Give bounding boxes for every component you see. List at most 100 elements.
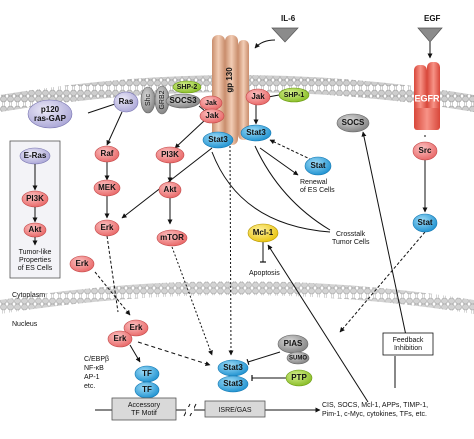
stat3-n2-node: Stat3 <box>217 375 249 393</box>
svg-text:Akt: Akt <box>29 225 42 234</box>
egf-ligand: EGF <box>417 14 443 59</box>
shp2-node: SHP-2 <box>172 80 202 94</box>
erk1-node: Erk <box>94 219 120 237</box>
il6-ligand: IL-6 <box>254 14 299 49</box>
stat3-n1-node: Stat3 <box>217 359 249 377</box>
shc-node: Shc <box>140 86 156 114</box>
mek-node: MEK <box>93 179 121 197</box>
svg-text:Akt: Akt <box>164 185 177 194</box>
pias-node: PIAS <box>277 334 309 354</box>
svg-text:Stat: Stat <box>310 161 325 170</box>
socs3-node: SOCS3 <box>165 93 201 109</box>
crosstalk-1: Crosstalk <box>336 231 366 238</box>
svg-text:TF: TF <box>142 369 152 378</box>
cytoplasm-label: Cytoplasm <box>12 292 45 299</box>
svg-text:Erk: Erk <box>101 223 114 232</box>
svg-text:Jak: Jak <box>251 92 265 101</box>
egf-label: EGF <box>424 14 441 23</box>
sumo-node: SUMO <box>286 351 310 365</box>
svg-text:Shc: Shc <box>145 93 152 106</box>
stat-node: Stat <box>304 156 332 176</box>
svg-text:Erk: Erk <box>114 334 127 343</box>
ras-node: Ras <box>113 91 139 113</box>
pi3k-node: PI3K <box>155 146 185 164</box>
svg-text:GRB2: GRB2 <box>159 90 166 109</box>
stat-right-node: Stat <box>412 213 438 233</box>
gp130-label: gp 130 <box>225 67 234 93</box>
crosstalk-2: Tumor Cells <box>332 239 370 246</box>
svg-text:SOCS: SOCS <box>342 118 365 127</box>
nuclear-membrane <box>0 281 474 314</box>
raf-node: Raf <box>94 145 120 163</box>
il6-label: IL-6 <box>281 14 296 23</box>
feedback-2: Inhibition <box>394 345 422 352</box>
eras-panel: E-Ras PI3K Akt Tumor-like Properties of … <box>9 140 61 279</box>
svg-text:SUMO: SUMO <box>289 356 307 362</box>
nucleus-label: Nucleus <box>12 321 38 328</box>
tf-list-1: C/EBPβ <box>84 356 109 363</box>
stat3-b-node: Stat3 <box>240 124 272 142</box>
p120-label-2: ras-GAP <box>34 114 67 123</box>
svg-text:Stat3: Stat3 <box>246 128 266 137</box>
tf-list-4: etc. <box>84 383 95 390</box>
feedback-box: Feedback Inhibition <box>382 332 434 356</box>
egfr-receptor: EGFR <box>414 62 440 130</box>
erk2-node: Erk <box>69 255 95 273</box>
accessory-tf-box: Accessory TF Motif <box>111 397 177 421</box>
jak-right-node: Jak <box>245 88 271 106</box>
svg-text:SHP-1: SHP-1 <box>284 92 305 99</box>
svg-text:Ras: Ras <box>119 97 134 106</box>
tf2-node: TF <box>134 381 160 399</box>
accessory-1: Accessory <box>128 402 161 409</box>
svg-text:Erk: Erk <box>130 323 143 332</box>
connectors <box>87 93 428 413</box>
egfr-label: EGFR <box>414 93 440 103</box>
targets-1: CIS, SOCS, Mcl-1, APPs, TIMP-1, <box>322 402 428 409</box>
tumor-like-3: of ES Cells <box>18 265 53 272</box>
svg-text:Stat3: Stat3 <box>223 363 243 372</box>
svg-text:mTOR: mTOR <box>160 233 184 242</box>
svg-text:E-Ras: E-Ras <box>24 151 47 160</box>
socs-node: SOCS <box>336 113 370 133</box>
svg-text:Mcl-1: Mcl-1 <box>253 228 274 237</box>
renewal-1: Renewal <box>300 179 328 186</box>
svg-text:Stat3: Stat3 <box>208 135 228 144</box>
svg-text:PI3K: PI3K <box>26 194 44 203</box>
p120-label-1: p120 <box>41 105 60 114</box>
tumor-like-2: Properties <box>19 257 51 264</box>
svg-text:Src: Src <box>419 146 432 155</box>
akt-node: Akt <box>158 181 182 199</box>
p120-rasgap-node: p120 ras-GAP <box>27 99 73 129</box>
plasma-membrane <box>0 75 474 112</box>
mtor-node: mTOR <box>156 229 188 247</box>
svg-text:TF: TF <box>142 385 152 394</box>
svg-text:Jak: Jak <box>205 100 217 107</box>
svg-text:Stat: Stat <box>417 218 432 227</box>
renewal-2: of ES Cells <box>300 187 335 194</box>
shp1-node: SHP-1 <box>278 87 310 103</box>
jak-left2-node: Jak <box>199 108 225 124</box>
feedback-1: Feedback <box>393 337 424 344</box>
svg-text:Erk: Erk <box>76 259 89 268</box>
svg-text:ISRE/GAS: ISRE/GAS <box>218 407 251 414</box>
tf-list-3: AP-1 <box>84 374 100 381</box>
svg-text:PIAS: PIAS <box>284 339 303 348</box>
ptp-node: PTP <box>285 369 313 387</box>
jak-left-node: Jak <box>199 95 223 111</box>
src-node: Src <box>412 141 438 161</box>
svg-text:Raf: Raf <box>101 149 114 158</box>
mcl1-node: Mcl-1 <box>247 223 279 243</box>
svg-text:PI3K: PI3K <box>161 150 179 159</box>
svg-text:SOCS3: SOCS3 <box>169 96 197 105</box>
targets-2: Pim-1, c-Myc, cytokines, TFs, etc. <box>322 411 427 418</box>
svg-text:PTP: PTP <box>291 373 307 382</box>
stat3-a-node: Stat3 <box>202 131 234 149</box>
accessory-2: TF Motif <box>131 410 157 417</box>
svg-text:Stat3: Stat3 <box>223 379 243 388</box>
svg-text:MEK: MEK <box>98 183 116 192</box>
tf1-node: TF <box>134 365 160 383</box>
svg-text:SHP-2: SHP-2 <box>177 84 198 91</box>
isre-gas-box: ISRE/GAS <box>204 400 266 418</box>
